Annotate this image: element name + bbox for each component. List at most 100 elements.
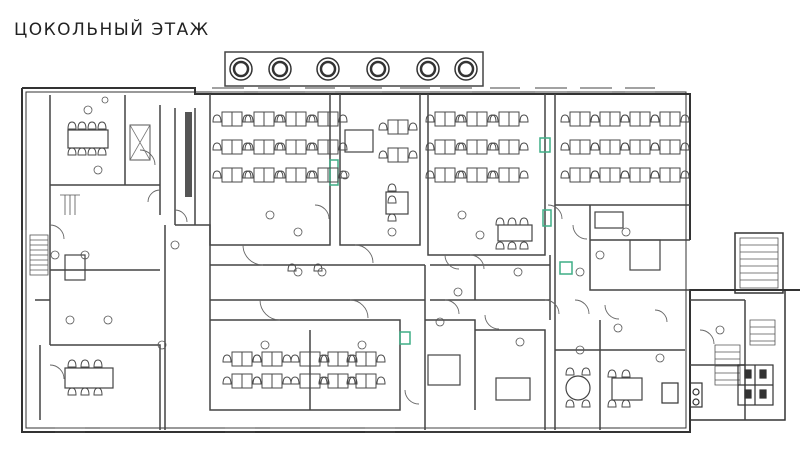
- desk: [579, 111, 591, 127]
- chair: [313, 263, 323, 272]
- desk: [231, 351, 243, 367]
- interior-walls: [35, 94, 746, 430]
- desk: [397, 147, 409, 163]
- desk: [609, 139, 621, 155]
- desk: [639, 139, 651, 155]
- chair: [565, 399, 575, 408]
- desk: [579, 167, 591, 183]
- chair: [244, 114, 254, 123]
- chair: [590, 142, 600, 151]
- chair: [308, 114, 318, 123]
- vent-unit: [229, 57, 253, 81]
- chair: [282, 376, 292, 385]
- chair: [495, 217, 505, 226]
- green-cabinets: [329, 137, 573, 345]
- desk: [221, 167, 233, 183]
- desk: [285, 111, 297, 127]
- desk: [261, 373, 273, 389]
- desk: [271, 373, 283, 389]
- desk: [263, 111, 275, 127]
- chair: [425, 142, 435, 151]
- chair: [93, 387, 103, 396]
- desk: [355, 373, 367, 389]
- chair: [222, 354, 232, 363]
- chair: [620, 142, 630, 151]
- desk: [569, 111, 581, 127]
- desk: [434, 139, 446, 155]
- windows: [21, 87, 655, 433]
- chair: [80, 387, 90, 396]
- chair: [650, 142, 660, 151]
- chair: [495, 241, 505, 250]
- desk: [327, 111, 339, 127]
- chair: [581, 399, 591, 408]
- chair: [560, 142, 570, 151]
- chair: [607, 399, 617, 408]
- chair: [67, 359, 77, 368]
- chair: [621, 399, 631, 408]
- chair: [212, 114, 222, 123]
- desk: [569, 167, 581, 183]
- chair: [590, 170, 600, 179]
- chair: [276, 170, 286, 179]
- chair: [338, 170, 348, 179]
- desk: [397, 119, 409, 135]
- desk: [309, 351, 321, 367]
- desk: [498, 139, 510, 155]
- chair: [425, 170, 435, 179]
- chair: [489, 114, 499, 123]
- desk: [285, 139, 297, 155]
- desk: [241, 373, 253, 389]
- desk: [241, 351, 253, 367]
- desk: [498, 167, 510, 183]
- chair: [621, 369, 631, 378]
- desk: [659, 167, 671, 183]
- chair: [80, 359, 90, 368]
- chair: [244, 142, 254, 151]
- chair: [565, 367, 575, 376]
- chair: [308, 142, 318, 151]
- desk: [466, 167, 478, 183]
- chair: [489, 170, 499, 179]
- desk: [253, 139, 265, 155]
- desk: [387, 147, 399, 163]
- furniture-layer: [67, 111, 690, 408]
- desk: [629, 111, 641, 127]
- meeting-tables: [64, 129, 661, 401]
- desk: [466, 111, 478, 127]
- chair: [87, 147, 97, 156]
- desk: [285, 167, 297, 183]
- chair: [590, 114, 600, 123]
- shaft-strip: [129, 112, 192, 197]
- chair: [346, 354, 356, 363]
- chair: [77, 121, 87, 130]
- desk: [299, 373, 311, 389]
- chair: [67, 147, 77, 156]
- desk: [295, 167, 307, 183]
- chair: [457, 114, 467, 123]
- chair: [308, 170, 318, 179]
- chair: [282, 354, 292, 363]
- chair: [222, 376, 232, 385]
- chair: [680, 114, 690, 123]
- desk: [444, 167, 456, 183]
- desk: [639, 111, 651, 127]
- desk: [508, 111, 520, 127]
- desk: [261, 351, 273, 367]
- chair: [408, 122, 418, 131]
- desk: [609, 111, 621, 127]
- desk: [327, 167, 339, 183]
- chair: [620, 170, 630, 179]
- chair: [67, 121, 77, 130]
- desk: [669, 111, 681, 127]
- chair: [87, 121, 97, 130]
- chair: [97, 147, 107, 156]
- chair: [519, 114, 529, 123]
- chair: [457, 142, 467, 151]
- chair: [338, 142, 348, 151]
- desk: [669, 167, 681, 183]
- chair: [650, 170, 660, 179]
- desk: [609, 167, 621, 183]
- desk: [659, 139, 671, 155]
